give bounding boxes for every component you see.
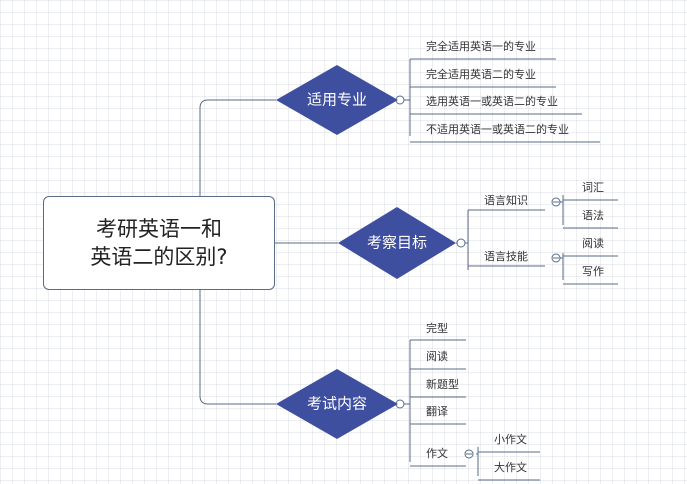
topic-majors-label[interactable]: 适用专业 [306,90,368,109]
writing-item[interactable]: 大作文 [494,461,527,474]
content-item[interactable]: 完型 [426,322,448,335]
topic-goals-label[interactable]: 考察目标 [366,233,428,252]
root-topic[interactable]: 考研英语一和 英语二的区别? [43,196,275,290]
writing-label[interactable]: 作文 [426,447,448,460]
major-item[interactable]: 不适用英语一或英语二的专业 [426,123,569,136]
topic-content-label[interactable]: 考试内容 [306,394,368,413]
content-item[interactable]: 新题型 [426,378,459,391]
root-line-1: 考研英语一和 [96,216,222,241]
content-item[interactable]: 阅读 [426,350,448,363]
major-item[interactable]: 完全适用英语二的专业 [426,68,536,81]
major-item[interactable]: 完全适用英语一的专业 [426,40,536,53]
skill-item[interactable]: 阅读 [582,237,604,250]
writing-item[interactable]: 小作文 [494,433,527,446]
content-item[interactable]: 翻译 [426,405,448,418]
major-item[interactable]: 选用英语一或英语二的专业 [426,95,558,108]
knowledge-item[interactable]: 语法 [582,209,604,222]
skills-label[interactable]: 语言技能 [484,250,528,263]
diamond-content [276,369,398,439]
diamond-majors [276,65,398,135]
root-line-2: 英语二的区别? [90,245,228,269]
diamond-goals [338,207,456,279]
knowledge-item[interactable]: 词汇 [582,181,604,194]
knowledge-label[interactable]: 语言知识 [484,194,528,207]
collapse-goals-icon [456,238,466,248]
skill-item[interactable]: 写作 [582,265,604,278]
